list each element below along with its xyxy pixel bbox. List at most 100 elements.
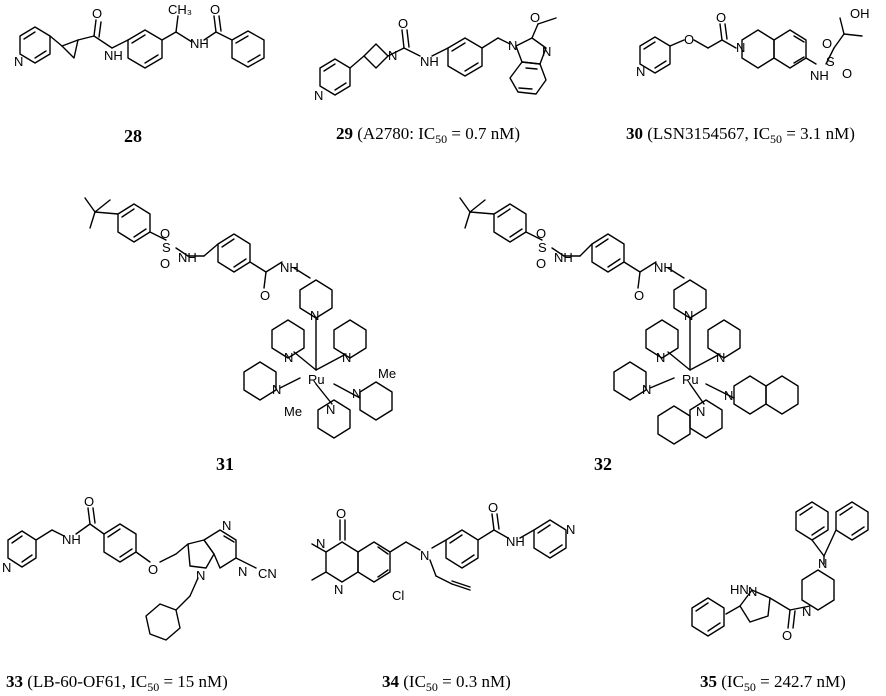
atom-29-n-2: N <box>388 48 397 63</box>
atom-31-n-4: N <box>272 382 281 397</box>
structure-31 <box>84 197 393 439</box>
atom-30-n-2: N <box>736 40 745 55</box>
caption-29: 29 (A2780: IC50 = 0.7 nM) <box>336 124 521 146</box>
atom-28-nh-2: NH <box>190 36 209 51</box>
structure-34 <box>311 513 567 591</box>
caption-29-after: = 0.7 nM) <box>447 124 521 143</box>
atom-31-me: Me <box>378 366 396 381</box>
caption-35-id: 35 <box>700 672 717 691</box>
caption-30-sub: 50 <box>770 132 783 146</box>
atom-31-n-5: N <box>352 386 361 401</box>
label-31: 31 <box>216 454 234 474</box>
structure-29 <box>319 17 557 96</box>
caption-30: 30 (LSN3154567, IC50 = 3.1 nM) <box>626 124 855 146</box>
atom-33-o-2: O <box>148 562 158 577</box>
caption-33-sub: 50 <box>147 680 160 694</box>
atom-30-o-3: O <box>822 36 832 51</box>
caption-34-text: (IC <box>399 672 426 691</box>
atom-32-nh-2: NH <box>654 260 673 275</box>
structure-30 <box>639 17 863 74</box>
atom-34-n-3: N <box>420 548 429 563</box>
atom-34-o: O <box>336 506 346 521</box>
atom-32-nh: NH <box>554 250 573 265</box>
atom-31-n-3: N <box>342 350 351 365</box>
atom-33-n-2: N <box>222 518 231 533</box>
caption-33-after: = 15 nM) <box>159 672 228 691</box>
atom-35-n-2: N <box>802 604 811 619</box>
atom-34-o-2: O <box>488 500 498 515</box>
caption-35: 35 (IC50 = 242.7 nM) <box>700 672 846 694</box>
atom-30-s: S <box>826 54 835 69</box>
atom-28-ch3: CH₃ <box>168 2 192 17</box>
atom-34-n-4: N <box>566 522 575 537</box>
atom-33-o: O <box>84 494 94 509</box>
atom-30-nh: NH <box>810 68 829 83</box>
atom-32-n-2: N <box>656 350 665 365</box>
atom-30-o: O <box>684 32 694 47</box>
caption-30-text: (LSN3154567, IC <box>643 124 771 143</box>
atom-31-ru: Ru <box>308 372 325 387</box>
atom-33-n: N <box>2 560 11 575</box>
atom-31-n-2: N <box>284 350 293 365</box>
atom-29-nh: NH <box>420 54 439 69</box>
atom-32-o: O <box>536 226 546 241</box>
atom-35-n: N <box>818 556 827 571</box>
caption-29-text: (A2780: IC <box>353 124 436 143</box>
caption-29-sub: 50 <box>435 132 448 146</box>
structure-32 <box>459 197 799 445</box>
atom-35-o: O <box>782 628 792 643</box>
atom-30-o-4: O <box>842 66 852 81</box>
label-28: 28 <box>124 126 142 146</box>
atom-30-oh: OH <box>850 6 870 21</box>
atom-29-n-3: N <box>508 38 517 53</box>
caption-34: 34 (IC50 = 0.3 nM) <box>382 672 511 694</box>
atom-35-n-3: N <box>748 584 757 599</box>
caption-33-text: (LB-60-OF61, IC <box>23 672 148 691</box>
atom-34-cl: Cl <box>392 588 404 603</box>
atom-31-me-2: Me <box>284 404 302 419</box>
atom-33-nh: NH <box>62 532 81 547</box>
atom-32-o-2: O <box>536 256 546 271</box>
caption-29-id: 29 <box>336 124 353 143</box>
atom-30-n: N <box>636 64 645 79</box>
caption-34-after: = 0.3 nM) <box>437 672 511 691</box>
caption-35-text: (IC <box>717 672 744 691</box>
atom-29-n: N <box>314 88 323 103</box>
atom-32-s: S <box>538 240 547 255</box>
atom-28-nh: NH <box>104 48 123 63</box>
atom-28-n: N <box>14 54 23 69</box>
atom-29-o: O <box>398 16 408 31</box>
atom-28-o: O <box>92 6 102 21</box>
atom-29-o-2: O <box>530 10 540 25</box>
atom-32-n-5: N <box>724 388 733 403</box>
atom-32-n-4: N <box>642 382 651 397</box>
atom-29-n-4: N <box>542 44 551 59</box>
atom-28-o-2: O <box>210 2 220 17</box>
atom-31-nh-2: NH <box>280 260 299 275</box>
atom-31-nh: NH <box>178 250 197 265</box>
structure-35 <box>691 501 869 637</box>
caption-34-sub: 50 <box>425 680 438 694</box>
atom-32-ru: Ru <box>682 372 699 387</box>
atom-31-n: N <box>310 308 319 323</box>
atom-33-n-3: N <box>238 564 247 579</box>
structure-28 <box>19 15 265 69</box>
caption-35-sub: 50 <box>743 680 756 694</box>
atom-32-n-6: N <box>696 404 705 419</box>
atom-31-s: S <box>162 240 171 255</box>
atom-33-n-4: N <box>196 568 205 583</box>
atom-31-o: O <box>160 226 170 241</box>
atom-34-n-2: N <box>334 582 343 597</box>
atom-32-o-3: O <box>634 288 644 303</box>
structure-33 <box>7 507 257 641</box>
caption-35-after: = 242.7 nM) <box>755 672 846 691</box>
caption-34-id: 34 <box>382 672 399 691</box>
caption-33-id: 33 <box>6 672 23 691</box>
atom-34-n: N <box>316 536 325 551</box>
atom-32-n-3: N <box>716 350 725 365</box>
atom-30-o-2: O <box>716 10 726 25</box>
atom-35-hn: HN <box>730 582 749 597</box>
atom-33-cn: CN <box>258 566 277 581</box>
caption-30-after: = 3.1 nM) <box>782 124 855 143</box>
